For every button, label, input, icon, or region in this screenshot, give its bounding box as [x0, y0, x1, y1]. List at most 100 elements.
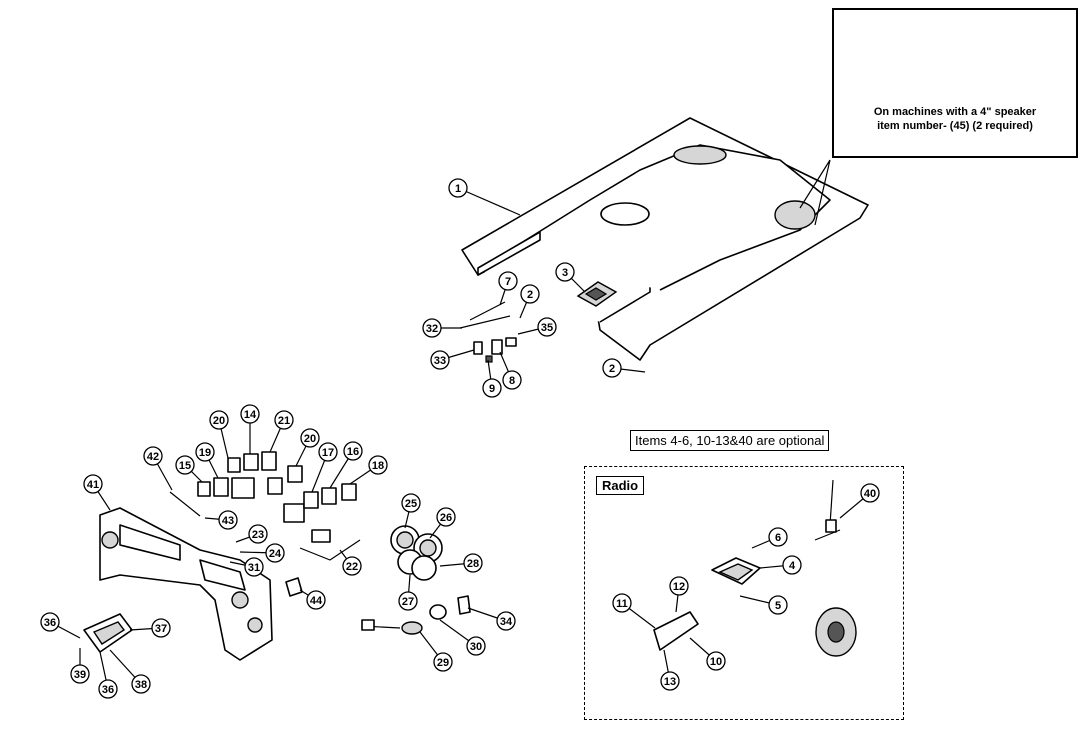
callout-2: 2: [520, 284, 540, 304]
leader-line: [457, 187, 521, 216]
callout-number: 41: [87, 479, 99, 491]
callout-8: 8: [502, 370, 522, 390]
callout-42: 42: [143, 446, 163, 466]
callout-number: 39: [74, 669, 86, 681]
radio-label: Radio: [596, 476, 645, 495]
callout-circle: [131, 674, 151, 694]
callout-circle: [498, 271, 518, 291]
speaker-note-line1: On machines with a 4" speaker: [873, 106, 1037, 118]
callout-6: 6: [768, 527, 788, 547]
callout-13: 13: [660, 671, 680, 691]
callout-14: 14: [240, 404, 260, 424]
callout-20: 20: [209, 410, 229, 430]
callout-23: 23: [248, 524, 268, 544]
dash-panel: [461, 117, 869, 361]
callout-circle: [218, 510, 238, 530]
callout-1: 1: [448, 178, 468, 198]
callout-circle: [706, 651, 726, 671]
callout-circle: [143, 446, 163, 466]
callout-number: 25: [405, 498, 417, 510]
callout-3: 3: [555, 262, 575, 282]
callout-number: 12: [673, 581, 685, 593]
callout-22: 22: [342, 556, 362, 576]
callout-circle: [274, 410, 294, 430]
callout-circle: [782, 555, 802, 575]
callout-4: 4: [782, 555, 802, 575]
callout-26: 26: [436, 507, 456, 527]
callout-circle: [240, 404, 260, 424]
callout-35: 35: [537, 317, 557, 337]
callout-number: 40: [864, 488, 876, 500]
callout-30: 30: [466, 636, 486, 656]
callout-31: 31: [244, 557, 264, 577]
callout-25: 25: [401, 493, 421, 513]
gauges: [390, 525, 443, 581]
callout-circle: [422, 318, 442, 338]
callout-number: 33: [434, 355, 446, 367]
callout-16: 16: [343, 441, 363, 461]
callout-number: 36: [44, 617, 56, 629]
callout-2: 2: [602, 358, 622, 378]
callout-44: 44: [306, 590, 326, 610]
callout-circle: [520, 284, 540, 304]
callout-circle: [98, 679, 118, 699]
callout-circle: [318, 442, 338, 462]
callout-number: 34: [500, 616, 513, 628]
callout-number: 13: [664, 676, 676, 688]
callout-circle: [401, 493, 421, 513]
callout-circle: [502, 370, 522, 390]
callout-11: 11: [612, 593, 632, 613]
callout-number: 2: [527, 289, 533, 301]
callout-number: 32: [426, 323, 438, 335]
callout-number: 26: [440, 512, 452, 524]
callout-circle: [248, 524, 268, 544]
callout-circle: [448, 178, 468, 198]
callout-27: 27: [398, 591, 418, 611]
callout-circle: [660, 671, 680, 691]
callout-number: 20: [213, 415, 225, 427]
callout-21: 21: [274, 410, 294, 430]
callout-circle: [433, 652, 453, 672]
callout-9: 9: [482, 378, 502, 398]
callout-circle: [463, 553, 483, 573]
cable-hardware: [459, 301, 517, 363]
callout-29: 29: [433, 652, 453, 672]
callout-circle: [430, 350, 450, 370]
callout-12: 12: [669, 576, 689, 596]
callout-number: 43: [222, 515, 234, 527]
callout-circle: [482, 378, 502, 398]
callout-34: 34: [496, 611, 516, 631]
callout-circle: [151, 618, 171, 638]
callout-15: 15: [175, 455, 195, 475]
callout-20: 20: [300, 428, 320, 448]
callout-number: 31: [248, 562, 260, 574]
callout-number: 4: [789, 560, 796, 572]
callout-circle: [244, 557, 264, 577]
callout-18: 18: [368, 455, 388, 475]
callout-43: 43: [218, 510, 238, 530]
callout-number: 3: [562, 267, 568, 279]
callout-32: 32: [422, 318, 442, 338]
callout-number: 5: [775, 600, 781, 612]
callout-number: 37: [155, 623, 167, 635]
callout-number: 19: [199, 447, 211, 459]
callout-28: 28: [463, 553, 483, 573]
callout-number: 1: [455, 183, 461, 195]
callout-41: 41: [83, 474, 103, 494]
callout-number: 15: [179, 460, 191, 472]
callout-circle: [496, 611, 516, 631]
radio-area: [584, 466, 904, 720]
callout-circle: [195, 442, 215, 462]
key-switch: [576, 281, 618, 307]
callout-number: 17: [322, 447, 334, 459]
callout-circle: [466, 636, 486, 656]
callout-circle: [40, 612, 60, 632]
callout-number: 23: [252, 529, 264, 541]
callout-circle: [768, 595, 788, 615]
callout-number: 16: [347, 446, 359, 458]
callout-37: 37: [151, 618, 171, 638]
callout-10: 10: [706, 651, 726, 671]
callout-40: 40: [860, 483, 880, 503]
switch-blocks: [169, 451, 357, 523]
